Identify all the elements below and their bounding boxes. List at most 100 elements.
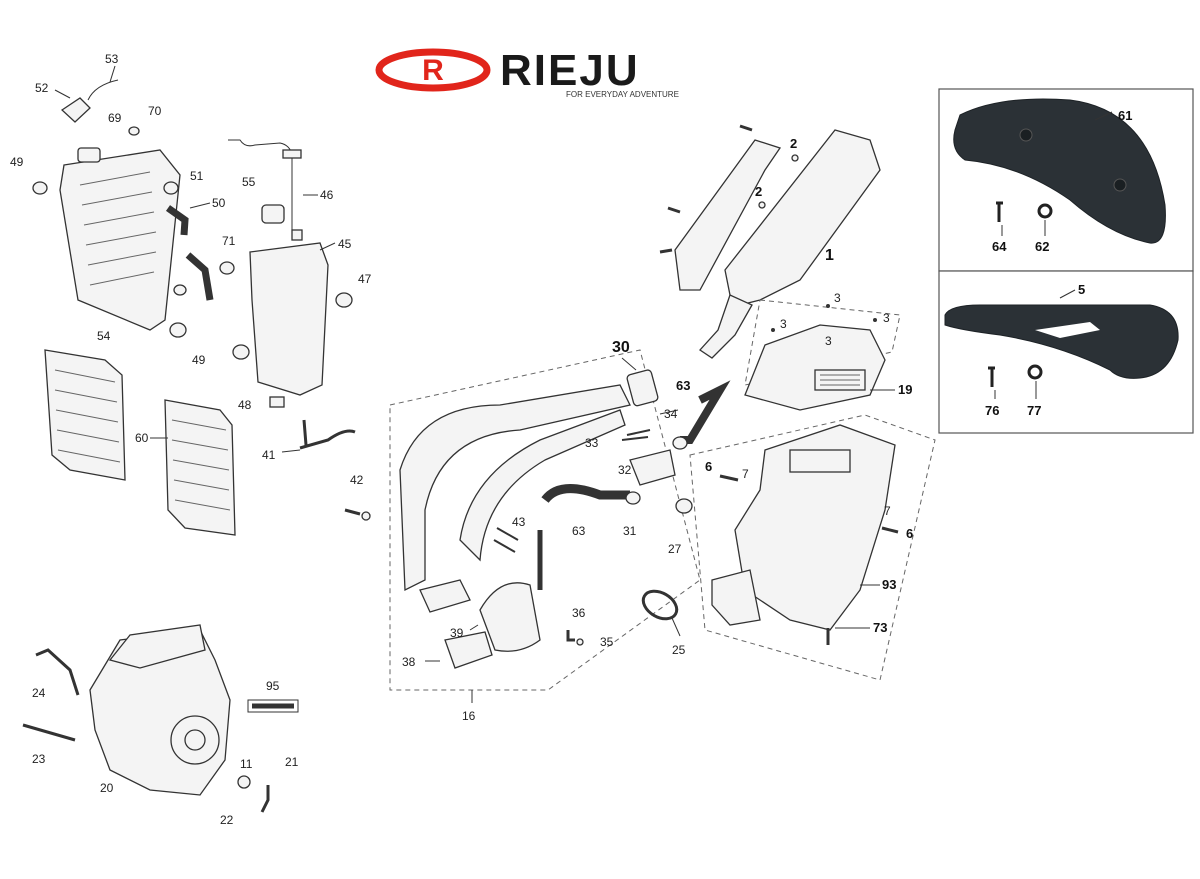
- callout-3-c: 3: [883, 311, 890, 325]
- callout-69: 69: [108, 111, 122, 125]
- exhaust-pipe-16: [399, 384, 631, 592]
- callout-70: 70: [148, 104, 162, 118]
- bolt-23: [22, 723, 76, 742]
- radiator-54: [59, 149, 181, 331]
- callout-95: 95: [266, 679, 280, 693]
- tank-cap-55: [261, 204, 285, 224]
- callout-3-d: 3: [825, 334, 832, 348]
- brand-name: RIEJU: [500, 46, 640, 95]
- callout-52: 52: [35, 81, 49, 95]
- callout-7-left: 7: [742, 467, 749, 481]
- protector-box-top: 61 64 62: [938, 88, 1194, 272]
- callout-7-right: 7: [884, 504, 891, 518]
- callout-93: 93: [882, 577, 896, 592]
- callout-35: 35: [600, 635, 614, 649]
- callout-42: 42: [350, 473, 364, 487]
- callout-3-a: 3: [834, 291, 841, 305]
- clamp-25: [641, 589, 679, 621]
- coupling-30: [626, 369, 659, 407]
- callout-34: 34: [664, 407, 678, 421]
- callout-30: 30: [612, 339, 630, 356]
- callout-50: 50: [212, 196, 226, 210]
- callout-53: 53: [105, 52, 119, 66]
- callout-24: 24: [32, 686, 46, 700]
- brand-tagline: FOR EVERYDAY ADVENTURE: [566, 90, 679, 99]
- callout-76: 76: [985, 403, 999, 418]
- callout-23: 23: [32, 752, 46, 766]
- hoses-and-brackets: 63 34 33 32 63 31 27 36 35 25: [541, 378, 731, 657]
- callout-22: 22: [220, 813, 234, 827]
- callout-25: 25: [672, 643, 686, 657]
- exhaust-pipe-assembly: 30 42 43 39 38 16: [344, 339, 701, 723]
- expansion-tank-45: [249, 242, 329, 396]
- callout-62: 62: [1035, 239, 1049, 254]
- callout-54: 54: [97, 329, 111, 343]
- callout-21: 21: [285, 755, 299, 769]
- engine-assembly: 24 23 20 95 11 21 22: [22, 624, 299, 827]
- screw-64: [996, 201, 1003, 222]
- callout-5: 5: [1078, 282, 1085, 297]
- callout-6-left: 6: [705, 459, 712, 474]
- callout-6-right: 6: [906, 526, 913, 541]
- callout-38: 38: [402, 655, 416, 669]
- radiator-assembly: 52 53 69 70 49 51 50 71 54 49: [10, 52, 236, 367]
- callout-2-top: 2: [790, 136, 797, 151]
- callout-63-top: 63: [676, 378, 690, 393]
- callout-60: 60: [135, 431, 149, 445]
- airbox-93: [734, 424, 896, 631]
- callout-71: 71: [222, 234, 236, 248]
- lever-24: [35, 648, 80, 696]
- protector-box-bottom: 5 76 77: [938, 270, 1194, 434]
- callout-3-b: 3: [780, 317, 787, 331]
- silencer-assembly: 2 2 1: [659, 124, 881, 359]
- exhaust-guard-61: [953, 98, 1166, 244]
- callout-16: 16: [462, 709, 476, 723]
- callout-1: 1: [825, 247, 834, 264]
- heat-shield: [674, 139, 782, 291]
- callout-49-bottom: 49: [192, 353, 206, 367]
- washer-77: [1027, 364, 1043, 380]
- hose-63-lower: [541, 484, 630, 504]
- callout-61: 61: [1118, 108, 1132, 123]
- radiator-guards-60: 60: [44, 349, 236, 536]
- callout-27: 27: [668, 542, 682, 556]
- callout-55: 55: [242, 175, 256, 189]
- callout-47: 47: [358, 272, 372, 286]
- manifold-39: [479, 582, 541, 652]
- airbox-lid: [744, 324, 886, 411]
- screw-76: [988, 366, 995, 387]
- exhaust-guard-5: [944, 304, 1179, 379]
- callout-2-bottom: 2: [755, 184, 762, 199]
- callout-77: 77: [1027, 403, 1041, 418]
- callout-46: 46: [320, 188, 334, 202]
- rieju-logo: R RIEJU FOR EVERYDAY ADVENTURE: [375, 46, 679, 99]
- callout-48: 48: [238, 398, 252, 412]
- callout-41: 41: [262, 448, 276, 462]
- airbox-assembly: 6 7 7 6 93 73: [689, 414, 936, 681]
- radiator-cap-52: [60, 97, 91, 123]
- hose-63-upper: [680, 380, 731, 444]
- callout-36: 36: [572, 606, 586, 620]
- callout-45: 45: [338, 237, 352, 251]
- callout-73: 73: [873, 620, 887, 635]
- washer-62: [1037, 203, 1053, 219]
- callout-64: 64: [992, 239, 1007, 254]
- fitting-41: [299, 419, 356, 450]
- logo-letter: R: [422, 54, 444, 87]
- callout-19: 19: [898, 382, 912, 397]
- expansion-tank-assembly: 55 46 45 47 48 41: [228, 139, 372, 462]
- callout-33: 33: [585, 436, 599, 450]
- callout-51: 51: [190, 169, 204, 183]
- callout-63-bottom: 63: [572, 524, 586, 538]
- gasket-38: [444, 631, 493, 669]
- callout-11: 11: [240, 757, 253, 771]
- callout-32: 32: [618, 463, 632, 477]
- callout-31: 31: [623, 524, 637, 538]
- airbox-lid-assembly: 3 3 3 3 19: [744, 291, 912, 411]
- bracket-32: [629, 449, 676, 486]
- callout-39: 39: [450, 626, 464, 640]
- callout-20: 20: [100, 781, 114, 795]
- callout-43: 43: [512, 515, 526, 529]
- callout-49-top: 49: [10, 155, 24, 169]
